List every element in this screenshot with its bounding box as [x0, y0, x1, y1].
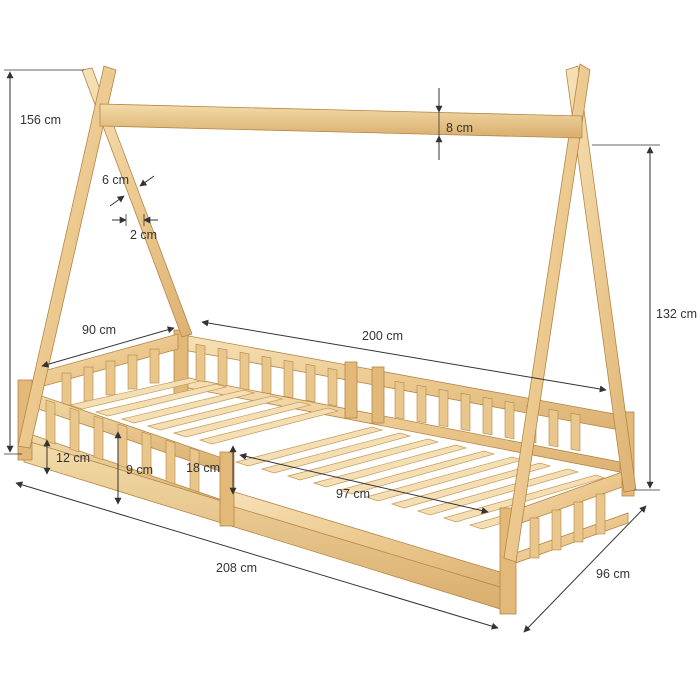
bed-illustration	[17, 63, 637, 615]
dim-height-total: 156 cm	[4, 69, 84, 455]
label-rail-height: 12 cm	[56, 451, 90, 465]
dim-outer-length: 208 cm	[15, 481, 499, 630]
tipi-frame	[17, 63, 637, 563]
label-opening-height: 18 cm	[186, 461, 220, 475]
label-height-total: 156 cm	[20, 113, 61, 127]
right-pole-front	[503, 63, 591, 563]
label-outer-length: 208 cm	[216, 561, 257, 575]
dim-inner-width: 90 cm	[41, 323, 175, 368]
opening-post	[219, 451, 235, 527]
dim-pole-depth: 2 cm	[112, 214, 158, 242]
dim-outer-width: 96 cm	[523, 505, 647, 633]
dim-beam-height: 8 cm	[435, 88, 473, 160]
dim-height-frame: 132 cm	[592, 144, 697, 491]
label-height-frame: 132 cm	[656, 307, 697, 321]
label-pole-depth: 2 cm	[130, 228, 157, 242]
dim-inner-length: 200 cm	[201, 319, 607, 393]
back-rail-post	[344, 361, 358, 419]
label-gap-height: 9 cm	[126, 463, 153, 477]
dimension-annotations: 156 cm 132 cm 8 cm 6 cm 2 cm	[4, 69, 697, 633]
left-pole-back	[81, 67, 193, 338]
label-inner-width: 90 cm	[82, 323, 116, 337]
back-rail-post	[371, 366, 385, 424]
label-slat-length: 97 cm	[336, 487, 370, 501]
dim-rail-height: 12 cm	[43, 439, 90, 475]
label-beam-height: 8 cm	[446, 121, 473, 135]
label-inner-length: 200 cm	[362, 329, 403, 343]
dim-pole-width: 6 cm	[102, 173, 155, 207]
label-pole-width: 6 cm	[102, 173, 129, 187]
label-outer-width: 96 cm	[596, 567, 630, 581]
ridge-beam	[99, 103, 583, 139]
